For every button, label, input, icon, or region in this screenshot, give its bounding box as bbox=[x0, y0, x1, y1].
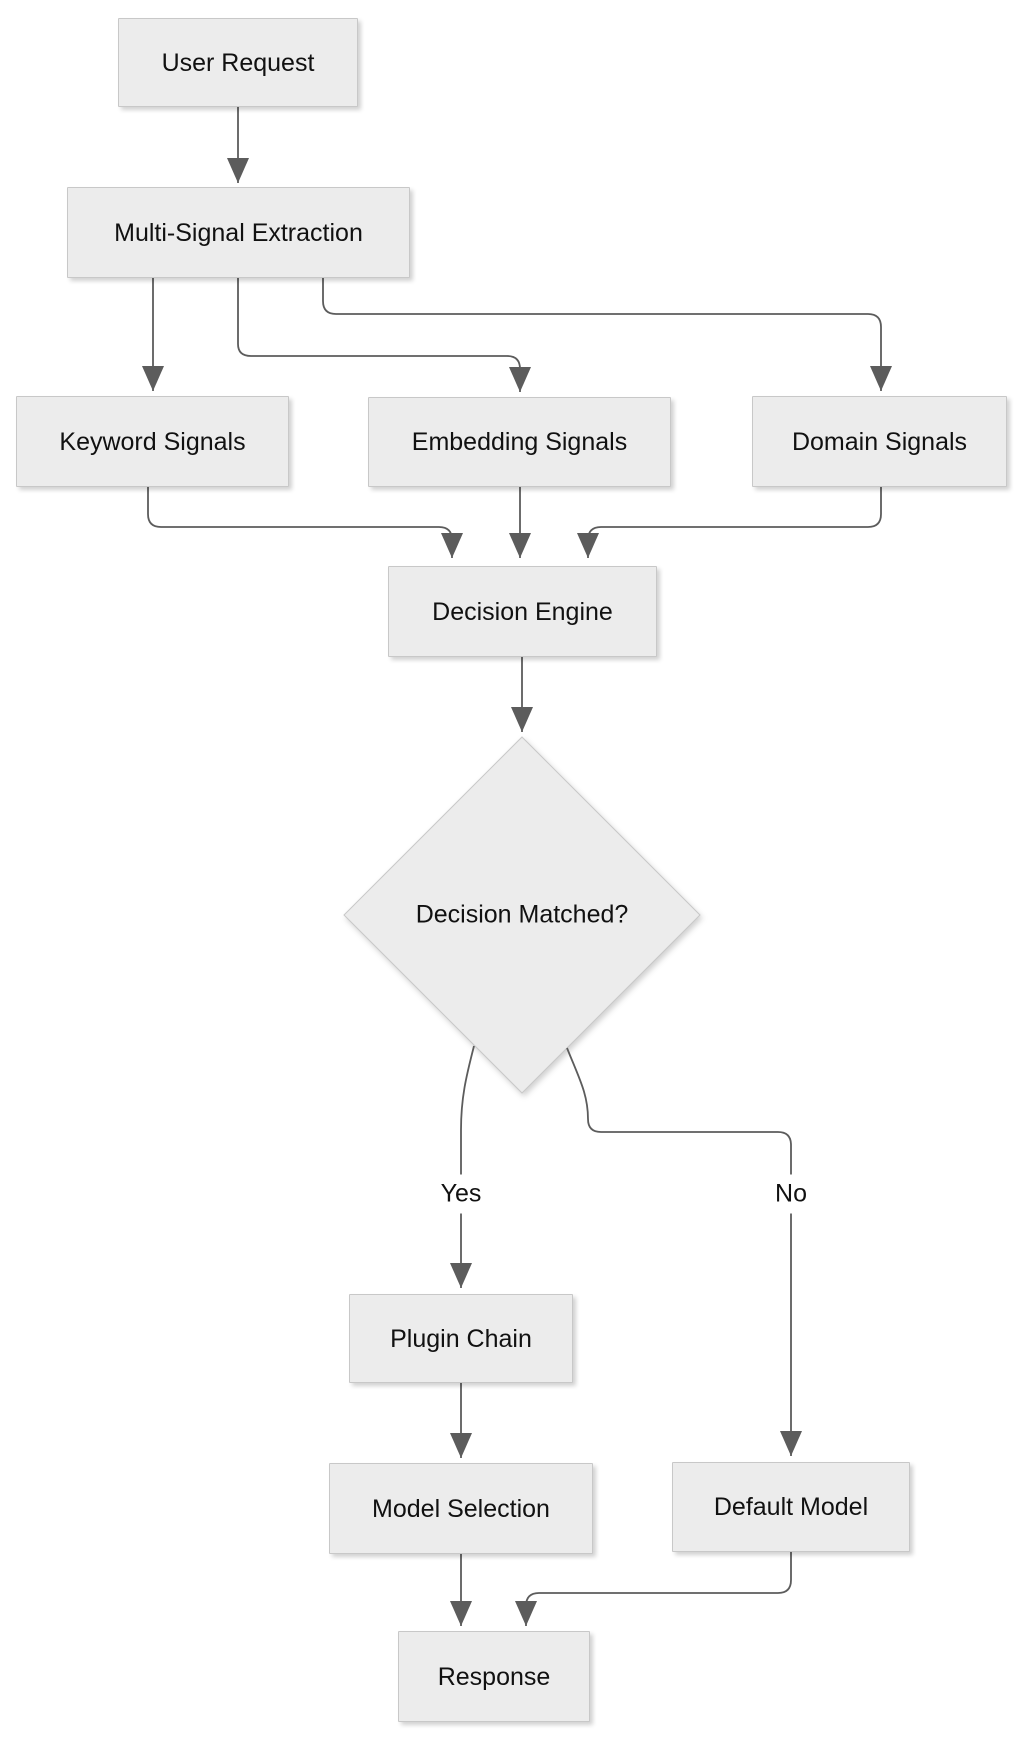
node-user-request-label: User Request bbox=[161, 48, 315, 77]
node-keyword-signals-label: Keyword Signals bbox=[59, 427, 246, 456]
edge-multi-signal-to-domain bbox=[322, 278, 892, 391]
node-decision-engine: Decision Engine bbox=[388, 566, 657, 657]
node-domain-signals-label: Domain Signals bbox=[791, 427, 968, 456]
decision-diamond-shape bbox=[343, 736, 701, 1094]
node-decision-matched-label: Decision Matched? bbox=[415, 900, 629, 929]
node-domain-signals: Domain Signals bbox=[752, 396, 1007, 487]
node-response: Response bbox=[398, 1631, 590, 1722]
node-model-selection-label: Model Selection bbox=[372, 1494, 550, 1523]
node-multi-signal-extraction-label: Multi-Signal Extraction bbox=[114, 218, 363, 247]
node-embedding-signals-label: Embedding Signals bbox=[411, 428, 628, 456]
edge-domain-to-decision-engine bbox=[577, 487, 882, 558]
edge-default-model-to-response bbox=[515, 1552, 792, 1626]
node-default-model: Default Model bbox=[672, 1462, 910, 1552]
node-model-selection: Model Selection bbox=[329, 1463, 593, 1554]
node-default-model-label: Default Model bbox=[713, 1493, 869, 1521]
edge-keyword-to-decision-engine bbox=[147, 487, 463, 558]
node-decision-engine-label: Decision Engine bbox=[432, 597, 613, 626]
node-plugin-chain: Plugin Chain bbox=[349, 1294, 573, 1383]
node-embedding-signals: Embedding Signals bbox=[368, 397, 671, 487]
node-plugin-chain-label: Plugin Chain bbox=[390, 1324, 532, 1353]
node-response-label: Response bbox=[437, 1662, 551, 1691]
edge-label-no: No bbox=[766, 1174, 816, 1214]
edge-diamond-yes-to-plugin-chain bbox=[450, 1045, 475, 1288]
edge-multi-signal-to-embedding bbox=[237, 278, 531, 392]
node-multi-signal-extraction: Multi-Signal Extraction bbox=[67, 187, 410, 278]
edge-diamond-no-to-default-model bbox=[566, 1047, 802, 1456]
node-keyword-signals: Keyword Signals bbox=[16, 396, 289, 487]
edge-label-yes: Yes bbox=[431, 1174, 491, 1214]
node-user-request: User Request bbox=[118, 18, 358, 107]
